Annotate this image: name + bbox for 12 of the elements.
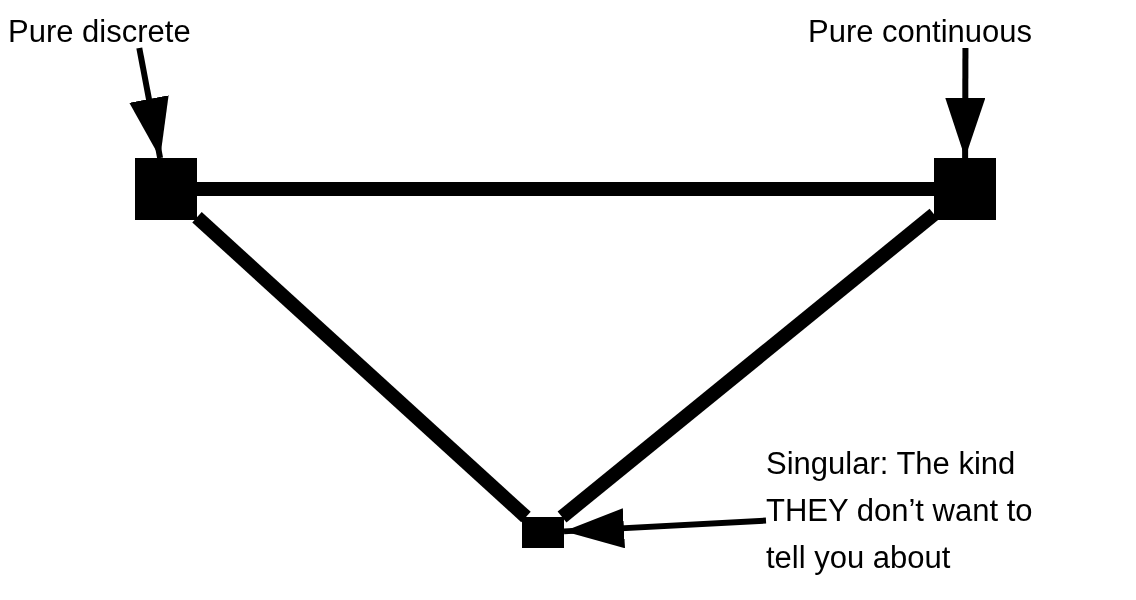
square-node [934, 158, 996, 220]
node-label: Pure continuous [808, 8, 1123, 48]
square-node [522, 517, 564, 548]
square-node [135, 158, 197, 220]
arrow [129, 47, 169, 159]
arrow [945, 48, 986, 158]
connector-line [192, 212, 531, 523]
connector-line [197, 182, 934, 196]
connector-line [557, 208, 939, 523]
arrow [563, 508, 767, 549]
node-label: Singular: The kind THEY don’t want to tell you about [766, 440, 1066, 585]
node-label: Pure discrete [8, 8, 263, 48]
